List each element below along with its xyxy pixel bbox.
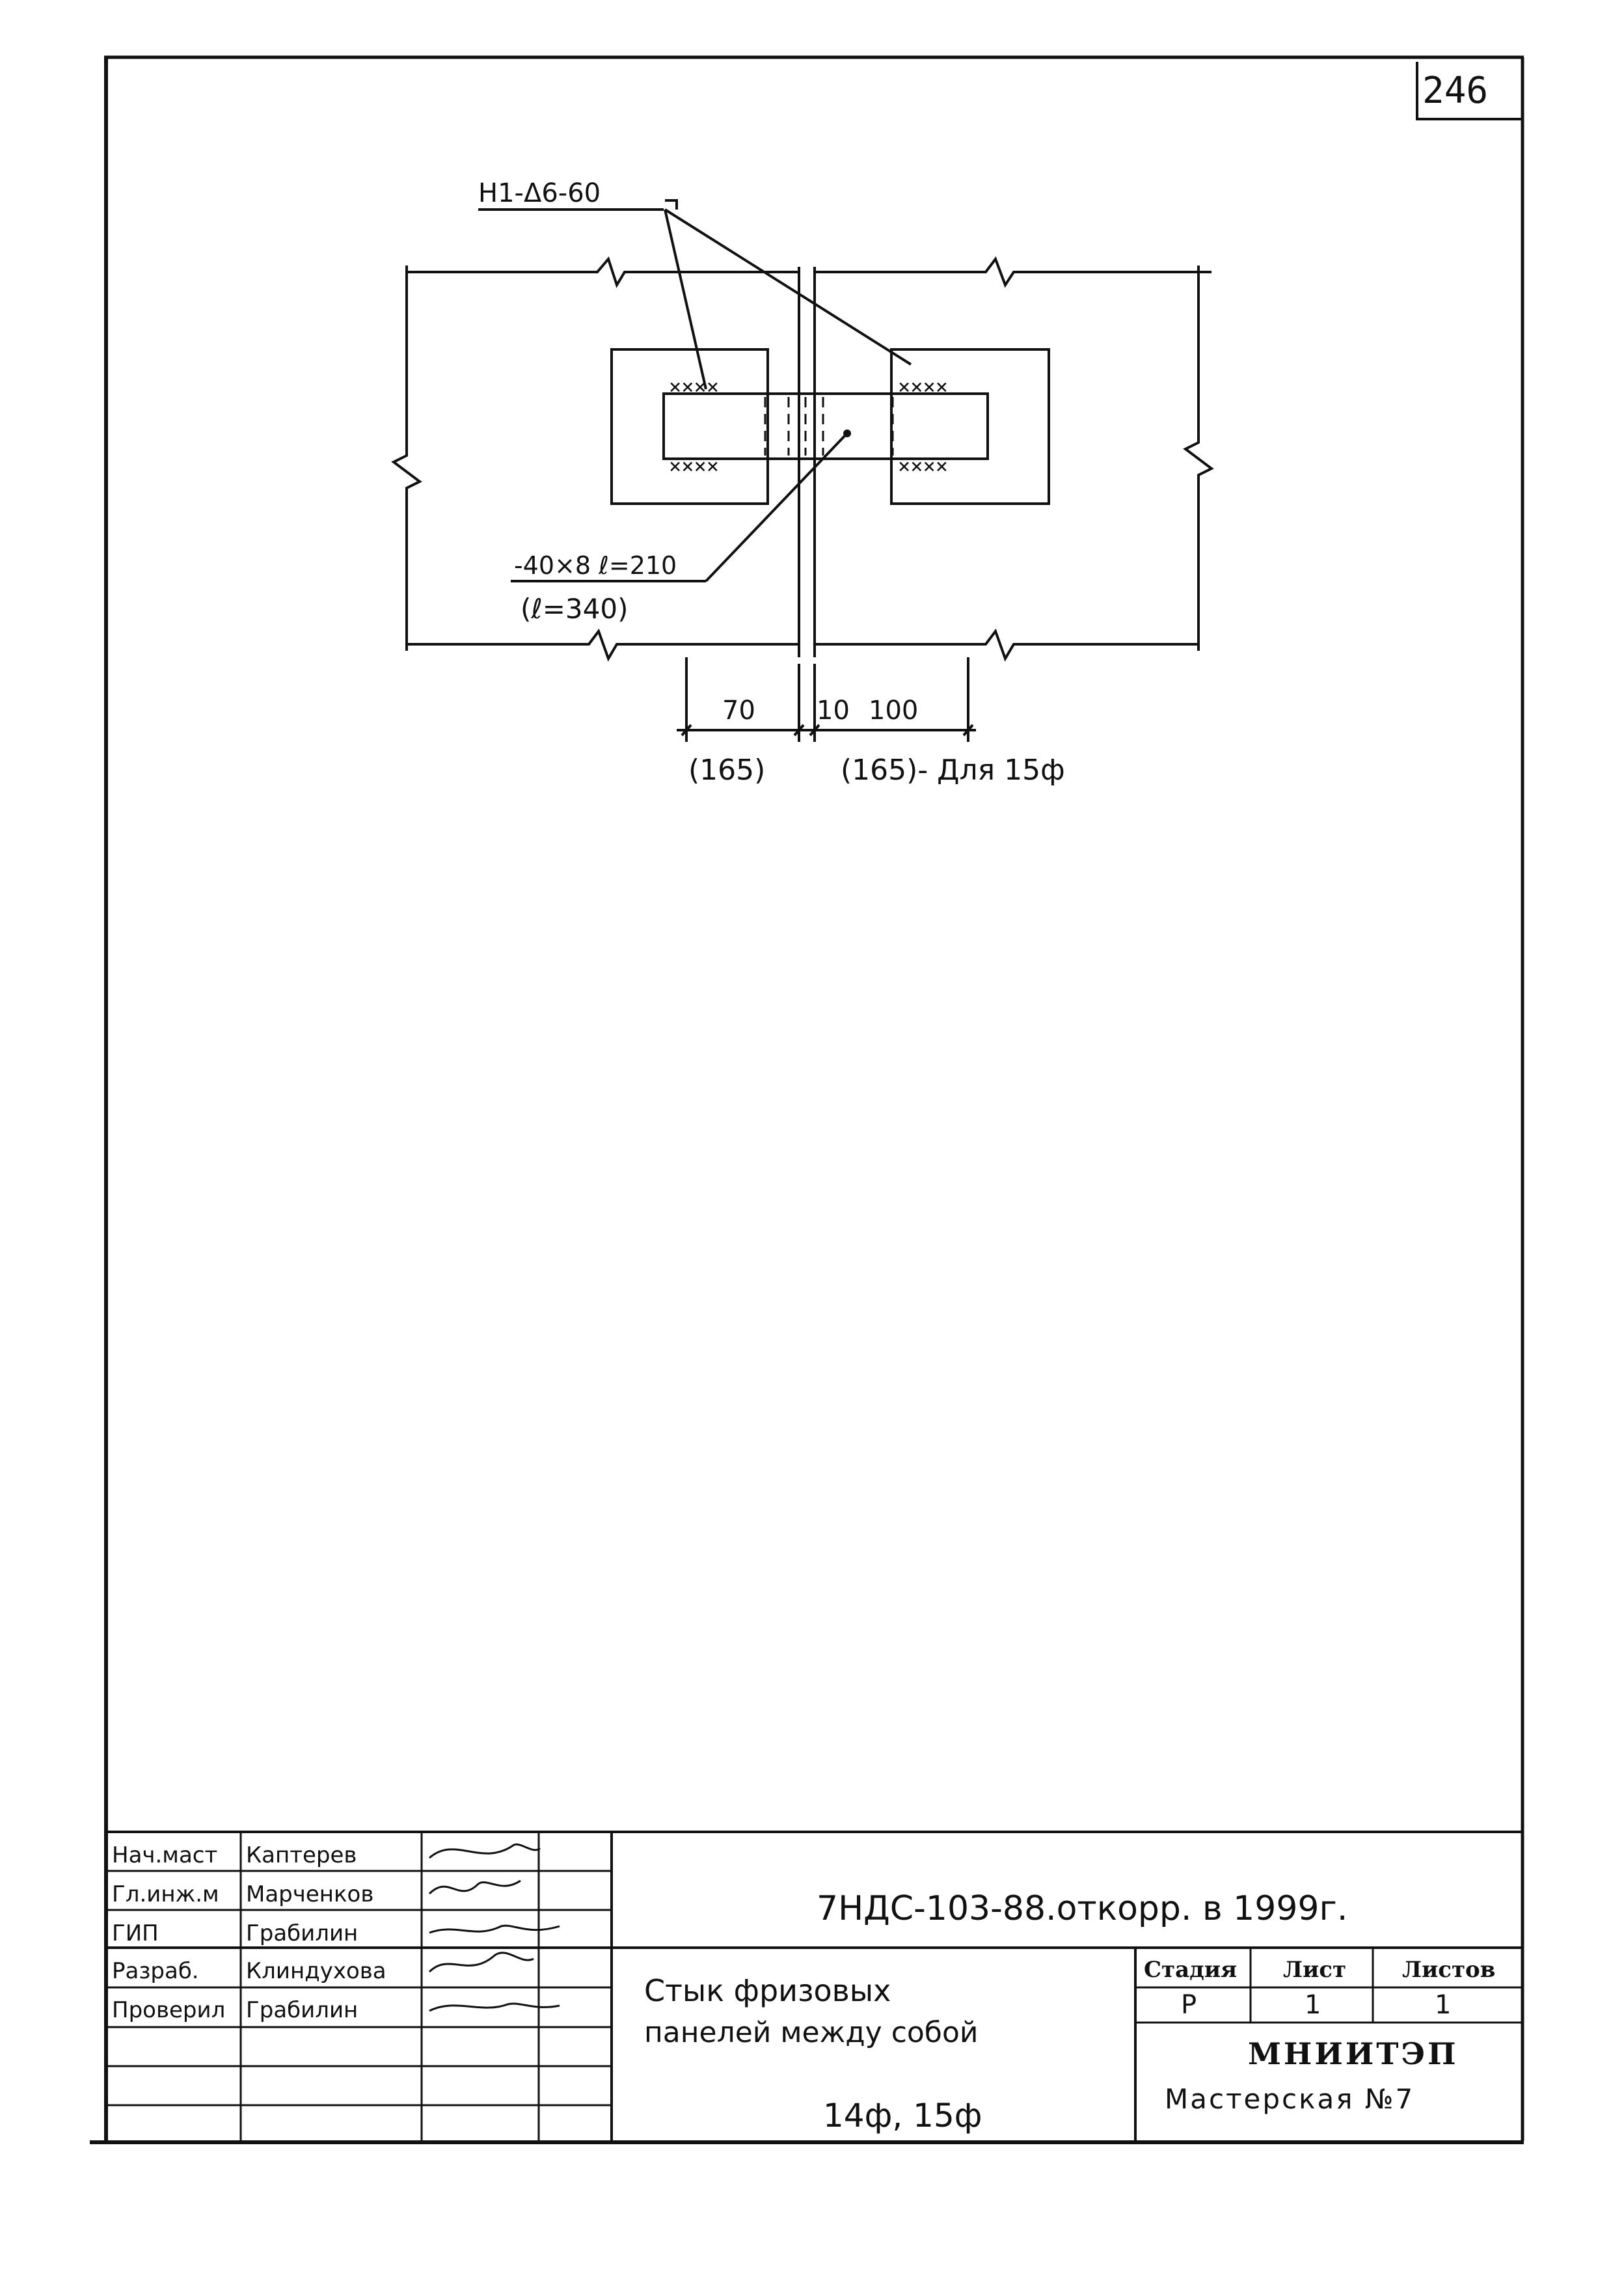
dimension-right: 100 — [869, 696, 918, 726]
sheet-frame — [90, 55, 1524, 2144]
dimension-right-alt: (165)- Для 15ф — [841, 754, 1065, 787]
drawing-title-line-1: Стык фризовых — [644, 1973, 891, 2008]
role-label: Гл.инж.м — [112, 1881, 219, 1907]
svg-text:××××: ×××× — [898, 374, 948, 399]
title-block-roles: Нач.маст Каптерев Гл.инж.м Марченков ГИП… — [112, 1842, 386, 2023]
svg-text:××××: ×××× — [898, 454, 948, 478]
workshop-name: Мастерская №7 — [1165, 2083, 1414, 2115]
signatures — [428, 1843, 560, 2012]
svg-text:××××: ×××× — [669, 454, 719, 478]
left-panel — [407, 256, 799, 288]
role-label: Нач.маст — [112, 1842, 217, 1868]
role-label: Проверил — [112, 1997, 225, 2023]
stage-value: Р — [1181, 1990, 1197, 2020]
plate-callout: -40×8 ℓ=210 — [514, 551, 677, 580]
embedded-plate-left — [610, 348, 769, 505]
person-name: Каптерев — [246, 1842, 357, 1868]
embedded-plate-right — [890, 348, 1050, 505]
organization-name: МНИИТЭП — [1248, 2036, 1459, 2071]
role-label: ГИП — [112, 1920, 159, 1946]
dimension-left-alt: (165) — [688, 754, 765, 787]
sheet-label: Лист — [1283, 1957, 1346, 1983]
person-name: Грабилин — [246, 1920, 358, 1946]
person-name: Клиндухова — [246, 1958, 386, 1984]
connecting-plate — [662, 392, 989, 460]
dimension-gap: 10 — [817, 696, 850, 726]
person-name: Марченков — [246, 1881, 373, 1907]
weld-marks: ×××× ×××× ×××× ×××× — [669, 374, 948, 478]
sheet-number: 246 — [1422, 70, 1488, 112]
role-label: Разраб. — [112, 1958, 199, 1984]
dimension-left: 70 — [722, 696, 755, 726]
document-code: 7НДС-103-88.откорр. в 1999г. — [817, 1889, 1347, 1928]
person-name: Грабилин — [246, 1997, 358, 2023]
sheet-number-box: 246 — [1416, 62, 1521, 120]
svg-text:××××: ×××× — [669, 374, 719, 399]
stage-label: Стадия — [1144, 1957, 1237, 1983]
sheets-value: 1 — [1435, 1990, 1451, 2020]
sheets-label: Листов — [1402, 1957, 1495, 1983]
plate-callout-alt: (ℓ=340) — [521, 593, 628, 625]
sheet-value: 1 — [1305, 1990, 1321, 2020]
title-block-grid — [106, 1831, 1522, 2142]
anchor-callout: Н1-Δ6-60 — [478, 178, 601, 208]
drawing-title-line-3: 14ф, 15ф — [823, 2097, 982, 2134]
joint-detail-drawing — [391, 199, 1214, 742]
right-panel — [815, 256, 1211, 288]
drawing-title-line-2: панелей между собой — [644, 2016, 978, 2049]
